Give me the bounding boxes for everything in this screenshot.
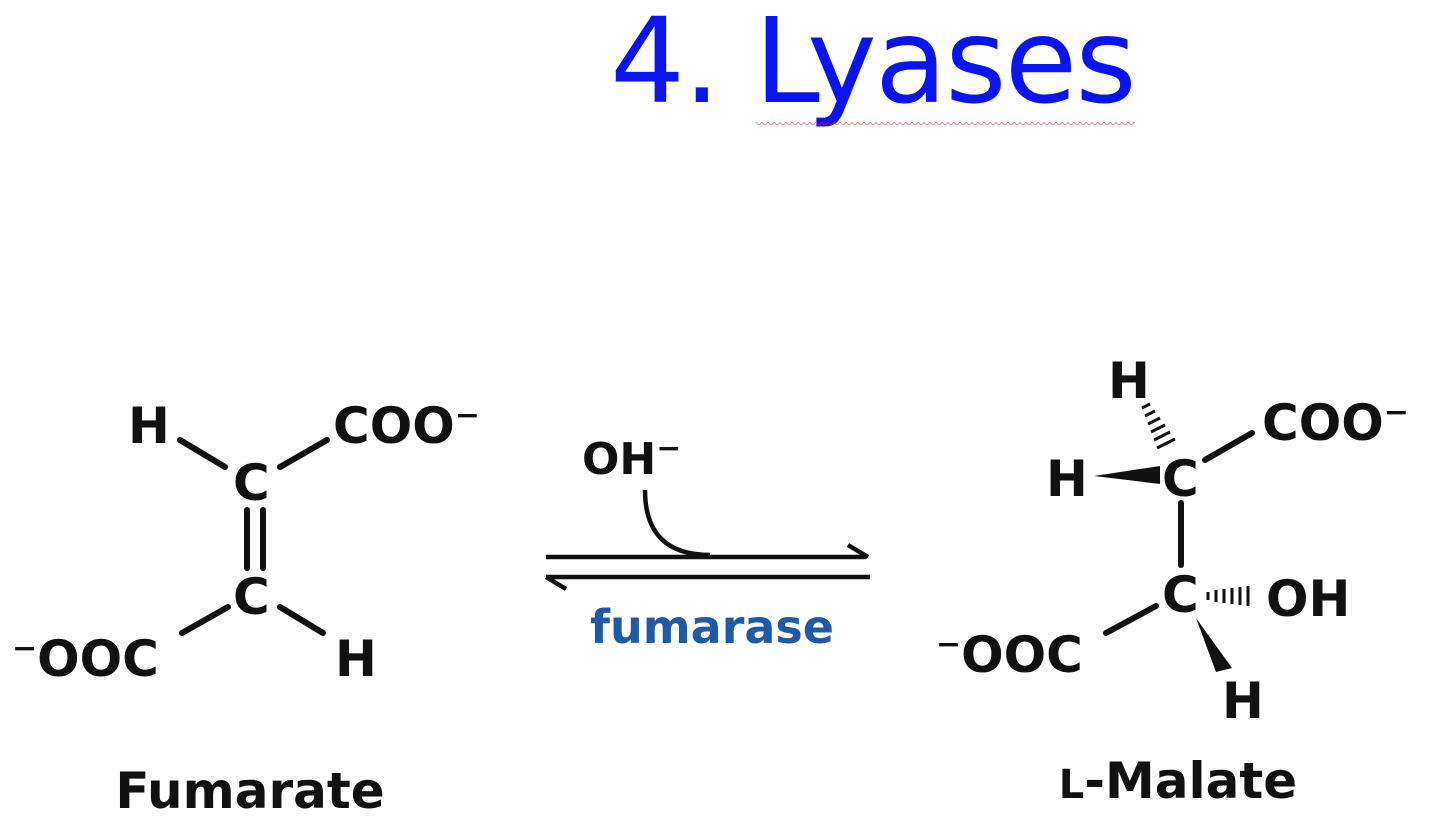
bond-c2-h	[277, 604, 326, 636]
forward-arrowhead	[846, 543, 870, 559]
malate-oh: OH	[1266, 570, 1350, 628]
malate-structure: H H C COO− C OH −OOC H	[936, 352, 1409, 730]
reagent-curve	[642, 489, 711, 558]
title-number: 4.	[610, 0, 721, 130]
fumarate-coo: COO−	[333, 397, 480, 455]
malate-c-top: C	[1162, 450, 1199, 508]
bond-c2-ooc	[1103, 603, 1159, 636]
bond-h-c1	[177, 437, 228, 470]
hydroxide-reagent: OH−	[582, 431, 681, 485]
malate-h-bottom: H	[1222, 672, 1264, 730]
fumarate-label: Fumarate	[115, 762, 384, 820]
malate-coo: COO−	[1262, 394, 1409, 452]
fumarate-c-top: C	[233, 454, 270, 512]
spellcheck-underline	[756, 122, 1135, 128]
solid-wedge-bottom-h	[1196, 618, 1232, 672]
reverse-arrowhead	[544, 575, 568, 591]
malate-c-bottom: C	[1162, 566, 1199, 624]
fumarate-ooc: −OOC	[12, 630, 159, 688]
malate-ooc: −OOC	[936, 626, 1083, 684]
bond-c2-ooc	[179, 604, 231, 636]
solid-wedge-left-h	[1094, 466, 1160, 484]
malate-label: L-Malate	[1059, 752, 1297, 810]
fumarate-structure: H C COO− C −OOC H	[12, 397, 480, 688]
hashed-wedge-oh	[1206, 586, 1250, 606]
title-word: Lyases	[754, 0, 1137, 130]
equilibrium-arrows: OH− fumarase	[544, 431, 870, 654]
fumarate-c-bottom: C	[233, 568, 270, 626]
malate-h-left: H	[1046, 450, 1088, 508]
hashed-wedge-top-h	[1141, 402, 1176, 450]
bond-c1-coo	[277, 437, 330, 470]
enzyme-label: fumarase	[590, 600, 834, 654]
slide-title: 4. Lyases	[610, 0, 1137, 130]
malate-h-top: H	[1108, 352, 1150, 410]
bond-c1-coo	[1202, 430, 1255, 463]
fumarate-h-bottom: H	[335, 630, 377, 688]
fumarate-h-top: H	[128, 397, 170, 455]
